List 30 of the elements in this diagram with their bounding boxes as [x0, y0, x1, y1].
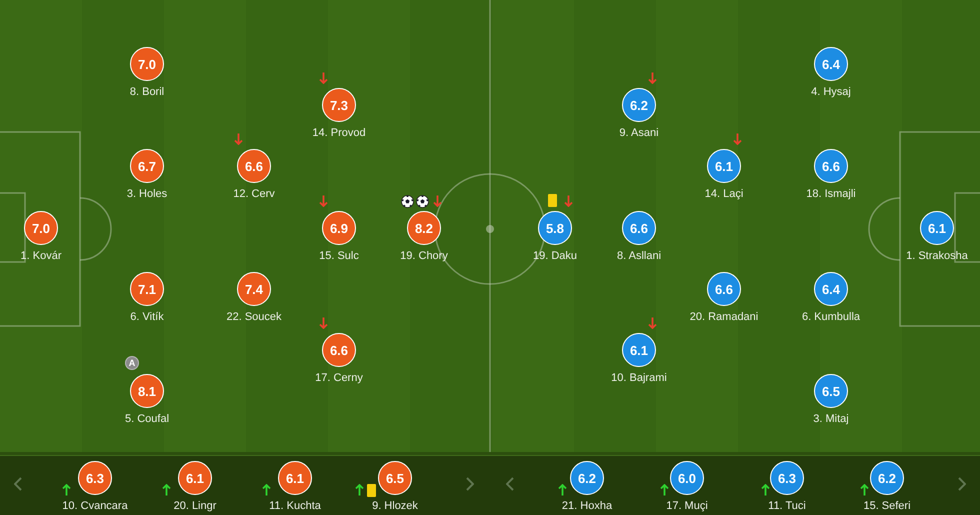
player-name: 8. Boril: [130, 86, 164, 99]
player-name: 9. Hlozek: [372, 500, 418, 513]
player-name: 22. Soucek: [226, 311, 282, 324]
player-name: 21. Hoxha: [562, 500, 612, 513]
player-name: 1. Kovár: [20, 250, 62, 263]
player-name: 6. Kumbulla: [802, 311, 860, 324]
player-name: 15. Sulc: [319, 250, 359, 263]
player-name: 20. Lingr: [174, 500, 216, 513]
player-name: 19. Chory: [400, 250, 448, 263]
player-name: 10. Bajrami: [611, 372, 667, 385]
player-name: 3. Mitaj: [813, 413, 849, 426]
player-name: 9. Asani: [619, 127, 659, 140]
player-name: 10. Cvancara: [62, 500, 128, 513]
player-name: 18. Ismajli: [806, 188, 856, 201]
player-name: 11. Kuchta: [269, 500, 321, 513]
player-name: 6. Vitík: [130, 311, 164, 324]
player-name: 12. Cerv: [233, 188, 275, 201]
player-name: 14. Laçi: [704, 188, 744, 201]
player-name: 20. Ramadani: [690, 311, 758, 324]
player-name: 1. Strakosha: [906, 250, 968, 263]
player-name: 17. Cerny: [315, 372, 363, 385]
player-name: 14. Provod: [312, 127, 366, 140]
player-name: 19. Daku: [532, 250, 578, 263]
player-name: 4. Hysaj: [811, 86, 851, 99]
player-name: 15. Seferi: [863, 500, 911, 513]
player-name: 5. Coufal: [124, 413, 170, 426]
player-name: 17. Muçi: [666, 500, 708, 513]
player-name: 11. Tuci: [768, 500, 806, 513]
player-name: 3. Holes: [126, 188, 168, 201]
player-name: 8. Asllani: [616, 250, 662, 263]
